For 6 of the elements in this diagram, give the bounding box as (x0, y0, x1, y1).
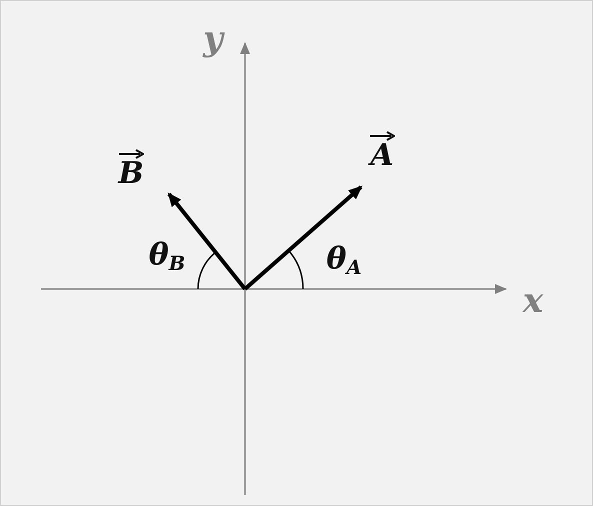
angle-label: θ$_{A}$ (326, 244, 362, 278)
axis-label: x (522, 284, 544, 318)
angle-label: θ$_{B}$ (148, 240, 186, 274)
vector-label: A (369, 131, 395, 171)
vector-label: B (118, 149, 144, 189)
axis-label: y (203, 22, 223, 56)
